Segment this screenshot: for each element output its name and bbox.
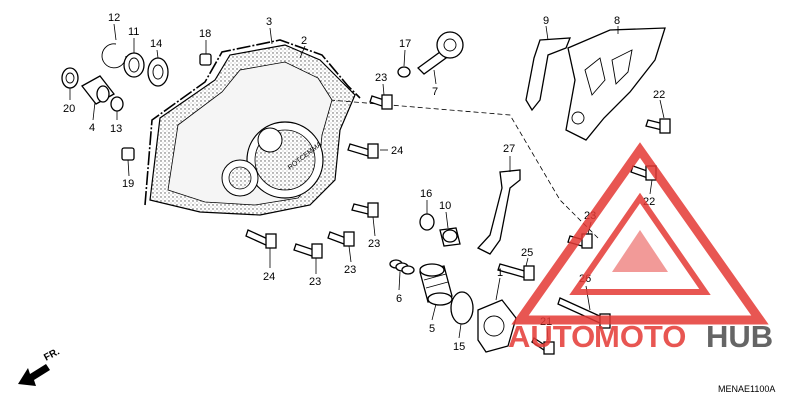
callout-10: 10 [439, 200, 451, 212]
oil-seal-inner [128, 57, 140, 73]
shaft-seal[interactable] [61, 67, 79, 89]
front-marker-text: FR. [42, 346, 62, 363]
callout-12: 12 [108, 12, 120, 24]
filter-o-ring[interactable] [450, 291, 474, 325]
callout-8: 8 [614, 15, 620, 27]
callout-14: 14 [150, 38, 162, 50]
drain-plug[interactable] [439, 227, 461, 247]
gasket-guide-line [329, 99, 601, 241]
watermark-moto: MOTO [594, 319, 686, 354]
callout-9: 9 [543, 15, 549, 27]
callout-11: 11 [128, 26, 139, 38]
watermark-auto: AUTO [508, 319, 595, 354]
bolt-23-top[interactable] [369, 94, 393, 110]
callout-5: 5 [429, 323, 435, 335]
bolt-24-right[interactable] [347, 143, 379, 159]
callout-1: 1 [497, 267, 503, 279]
oil-filler-cap[interactable] [417, 31, 464, 75]
callout-22-upper: 22 [653, 89, 665, 101]
watermark-text: AUTO MOTO HUB [508, 319, 773, 354]
dowel-pin[interactable] [121, 147, 135, 161]
shaft[interactable] [81, 75, 115, 105]
bracket-stay[interactable] [525, 37, 571, 112]
callout-25: 25 [521, 247, 533, 259]
bearing-inner [152, 64, 164, 80]
diagram-code: MENAE1100A [718, 384, 775, 394]
bolt-25[interactable] [497, 263, 535, 281]
callout-2: 2 [301, 35, 307, 47]
hose-clamp[interactable] [476, 169, 521, 255]
callout-23-mid: 23 [368, 238, 380, 250]
callout-15: 15 [453, 341, 465, 353]
bearing[interactable] [147, 57, 169, 87]
bolt-23-mid[interactable] [351, 202, 379, 218]
callout-4: 4 [89, 122, 95, 134]
spring[interactable] [389, 259, 415, 275]
drain-ring[interactable] [419, 213, 435, 231]
oil-seal-ring[interactable] [123, 52, 145, 78]
callout-20: 20 [63, 103, 75, 115]
callout-24-left: 24 [263, 271, 275, 283]
cover-guard[interactable] [565, 27, 666, 141]
callout-19: 19 [122, 178, 134, 190]
callout-27: 27 [503, 143, 515, 155]
callout-18: 18 [199, 28, 211, 40]
bolt-23-low1[interactable] [327, 231, 355, 247]
bolt-22-upper[interactable] [645, 118, 671, 134]
watermark-logo [511, 142, 769, 325]
callout-7: 7 [432, 86, 438, 98]
crankcase-cover[interactable]: ROTCEMMA [149, 44, 356, 216]
bolt-23-low2[interactable] [293, 243, 323, 259]
callout-3: 3 [266, 16, 272, 28]
callout-13: 13 [110, 123, 122, 135]
callout-16: 16 [420, 188, 432, 200]
callout-23-top: 23 [375, 72, 387, 84]
washer[interactable] [110, 96, 124, 112]
shaft-seal-inner [65, 72, 75, 84]
callout-17: 17 [399, 38, 411, 50]
oil-filter[interactable] [419, 263, 453, 306]
callout-23-low1: 23 [344, 264, 356, 276]
cover-gasket[interactable] [144, 39, 361, 206]
callout-6: 6 [396, 293, 402, 305]
snap-ring[interactable] [101, 43, 127, 69]
front-direction-marker: FR. [18, 346, 62, 386]
bolt-21[interactable] [531, 337, 555, 355]
bolt-24-left[interactable] [245, 229, 277, 249]
dowel-pin-upper[interactable] [199, 53, 212, 66]
watermark-hub: HUB [706, 319, 773, 354]
filter-cover[interactable] [477, 299, 517, 353]
o-ring[interactable] [397, 66, 411, 78]
callout-24-right: 24 [391, 145, 403, 157]
callout-23-low2: 23 [309, 276, 321, 288]
